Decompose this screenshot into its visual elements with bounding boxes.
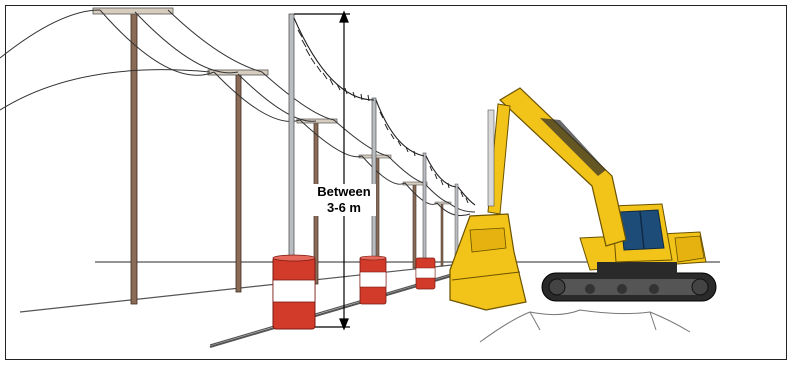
pole-6 [435, 202, 451, 266]
insulator-chain [294, 18, 475, 205]
excavator-bucket [450, 214, 526, 310]
dirt-mound [480, 310, 690, 342]
distance-annotation-line1: Between [312, 184, 376, 200]
distance-annotation: Between 3-6 m [312, 184, 376, 216]
pole-2 [208, 70, 268, 292]
barrels [273, 255, 461, 329]
pole-1 [93, 8, 173, 304]
barrel-3 [416, 258, 435, 289]
excavator [450, 88, 716, 342]
barrel-1 [273, 255, 315, 329]
distance-annotation-line2: 3-6 m [312, 200, 376, 216]
excavator-tracks [542, 273, 716, 301]
barrel-2 [360, 256, 386, 304]
wooden-poles [93, 8, 451, 304]
